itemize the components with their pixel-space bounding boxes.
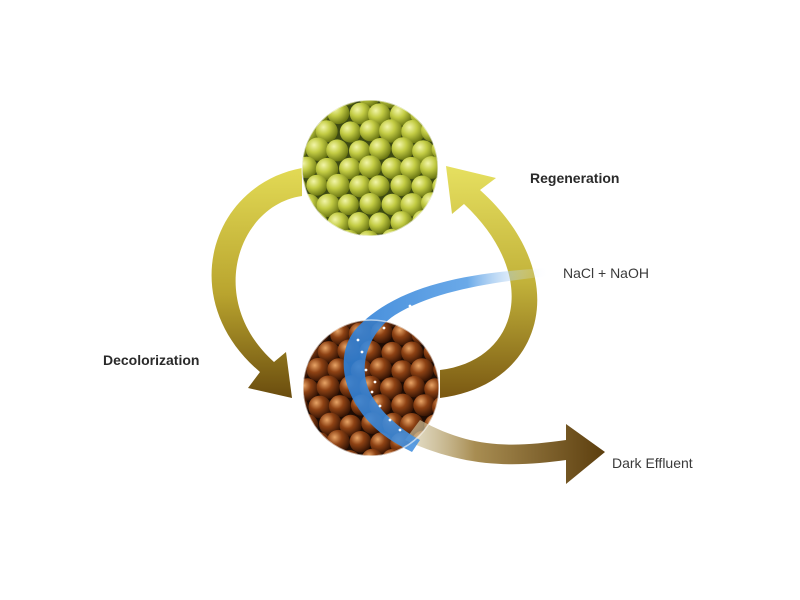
- sparkle-dot: [408, 304, 412, 308]
- resin-bead: [328, 395, 351, 418]
- resin-bead: [381, 341, 404, 364]
- resin-bead: [315, 120, 338, 143]
- resin-bead: [303, 378, 319, 401]
- resin-bead: [306, 357, 330, 382]
- resin-bead: [400, 156, 423, 180]
- resin-bead: [379, 119, 403, 143]
- sparkle-dot: [378, 404, 382, 408]
- resin-bead: [316, 375, 340, 399]
- resin-bead: [424, 378, 439, 400]
- resin-bead: [339, 121, 361, 143]
- resin-bead: [349, 102, 372, 125]
- resin-bead: [412, 210, 435, 233]
- resin-bead: [338, 450, 361, 456]
- sparkle-dot: [382, 326, 386, 330]
- resin-bead: [306, 174, 328, 196]
- effluent-label: Dark Effluent: [612, 455, 693, 471]
- resin-bead: [370, 432, 392, 455]
- fresh-resin-beads: [301, 99, 439, 237]
- arrow-right-icon: [405, 420, 605, 484]
- resin-bead: [411, 175, 433, 197]
- resin-bead: [391, 137, 415, 160]
- curved-arrow-up-icon: [440, 166, 538, 398]
- resin-bead: [368, 103, 391, 126]
- resin-bead: [368, 212, 391, 234]
- resin-bead: [349, 140, 371, 162]
- resin-bead: [420, 156, 438, 179]
- sparkle-dot: [373, 380, 377, 384]
- resin-bead: [413, 394, 436, 417]
- regeneration-label: Regeneration: [530, 170, 620, 186]
- sparkle-dot: [356, 338, 360, 342]
- resin-bead: [358, 100, 380, 107]
- resin-bead: [401, 341, 423, 364]
- resin-bead: [326, 139, 349, 162]
- resin-bead: [317, 341, 340, 363]
- resin-bead: [390, 174, 412, 197]
- resin-bead: [381, 157, 403, 179]
- resin-bead: [410, 358, 434, 382]
- resin-bead: [349, 175, 372, 198]
- resin-bead: [349, 431, 372, 453]
- resin-bead: [380, 377, 403, 400]
- resin-bead: [403, 375, 426, 398]
- resin-bead: [369, 138, 391, 160]
- resin-bead: [326, 173, 350, 198]
- curved-arrow-down-icon: [211, 168, 302, 398]
- sparkle-dot: [388, 418, 392, 422]
- resin-bead: [319, 412, 342, 436]
- resin-bead: [308, 395, 332, 419]
- resin-bead: [359, 119, 382, 142]
- resin-bead: [401, 119, 425, 144]
- sparkle-dot: [370, 390, 374, 394]
- sparkle-dot: [360, 350, 364, 354]
- flow-stream-icon: [343, 268, 550, 452]
- resin-bead: [339, 414, 362, 437]
- resin-bead: [391, 393, 414, 417]
- spent-resin-beads: [303, 320, 439, 456]
- resin-bead: [400, 193, 424, 217]
- resin-bead: [337, 194, 359, 215]
- resin-bead: [361, 448, 384, 456]
- resin-bead: [359, 193, 382, 215]
- resin-bead: [348, 212, 370, 234]
- resin-bead: [391, 360, 414, 382]
- decolorization-label: Decolorization: [103, 352, 200, 368]
- resin-bead: [381, 193, 403, 215]
- resin-bead: [339, 157, 361, 180]
- resin-bead: [307, 432, 331, 456]
- resin-bead: [305, 137, 330, 161]
- resin-bead: [316, 193, 340, 218]
- resin-bead: [303, 395, 309, 418]
- resin-bead: [421, 119, 438, 142]
- reagent-label: NaCl + NaOH: [563, 265, 649, 281]
- resin-bead: [326, 429, 350, 453]
- resin-bead: [302, 156, 318, 179]
- resin-bead: [306, 212, 328, 235]
- spent-circle-rim: [302, 319, 440, 457]
- sparkle-dot: [398, 428, 402, 432]
- sparkle-dot: [364, 368, 368, 372]
- resin-bead: [369, 357, 392, 380]
- resin-bead: [368, 175, 390, 197]
- resin-bead: [357, 230, 381, 236]
- resin-bead: [358, 155, 382, 178]
- resin-bead: [315, 157, 339, 181]
- resin-bead: [307, 322, 330, 345]
